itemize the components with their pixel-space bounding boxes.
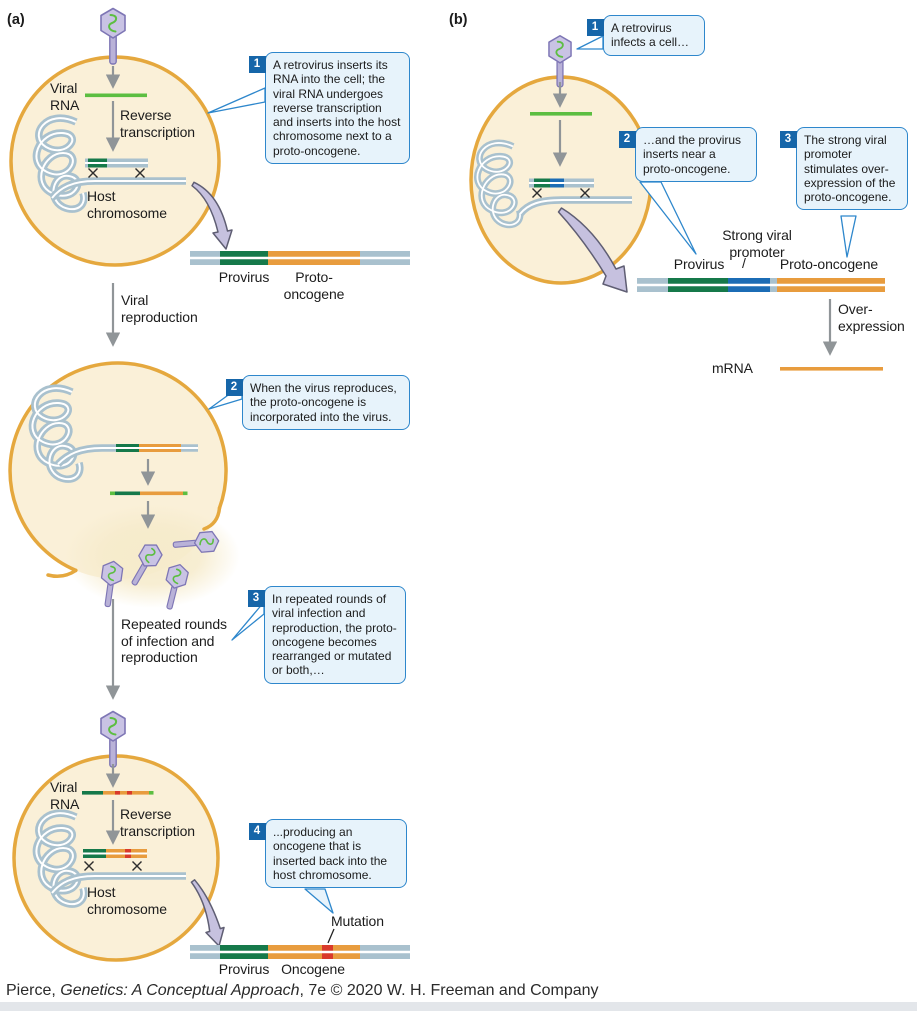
over-expression-label: Over-expression (838, 301, 905, 334)
callout-a1-text: A retrovirus inserts its RNA into the ce… (273, 58, 401, 158)
callout-a2: 2 When the virus reproduces, the proto-o… (225, 375, 410, 430)
callout-b2-text: …and the provirus inserts near a proto-o… (643, 133, 742, 176)
panel-b-letter: (b) (449, 12, 468, 28)
viral-rna-strand-a1 (85, 93, 147, 98)
credit-suffix: , 7e © 2020 W. H. Freeman and Company (299, 982, 599, 999)
provirus-label-a2: Provirus (218, 961, 270, 977)
proto-oncogene-label-a1: Proto-oncogene (283, 269, 345, 302)
callout-b1-text: A retrovirus infects a cell… (611, 21, 690, 50)
provirus-label-b: Provirus (673, 256, 725, 272)
step-badge-b2: 2 (618, 131, 636, 148)
callout-leader-b1 (576, 35, 604, 50)
step-badge-a1: 1 (248, 56, 266, 73)
excise-arrow-a3 (190, 879, 225, 947)
step-badge-a4: 4 (248, 823, 266, 840)
callout-leader-b3 (840, 215, 857, 258)
step-badge-b3: 3 (779, 131, 797, 148)
host-chromosome-b (477, 143, 632, 225)
callout-tail-a4 (304, 888, 334, 914)
viral-rna-label-a1: Viral RNA (50, 80, 80, 113)
callout-a4: 4 ...producing an oncogene that is inser… (248, 819, 407, 889)
callout-a2-text: When the virus reproduces, the proto-onc… (250, 381, 397, 424)
step-badge-a2: 2 (225, 379, 243, 396)
provirus-proto-oncogene-bar (190, 251, 410, 265)
viral-rna-label-a3: Viral RNA (50, 779, 80, 812)
callout-leader-b2 (639, 181, 697, 255)
cell-a2 (8, 361, 240, 608)
reverse-transcription-label-a3: Reverse transcription (120, 806, 195, 839)
promoter-slash: / (742, 255, 746, 271)
callout-b3: 3 The strong viral promoter stimulates o… (779, 127, 908, 211)
repeated-rounds-label: Repeated rounds of infection and reprodu… (121, 616, 227, 665)
credit-line: Pierce, Genetics: A Conceptual Approach,… (6, 982, 599, 1000)
mutated-viral-rna (82, 791, 154, 795)
host-chromosome-a3 (36, 813, 186, 904)
callout-a3-text: In repeated rounds of viral infection an… (272, 592, 397, 678)
callout-b2: 2 …and the provirus inserts near a proto… (618, 127, 757, 182)
host-chromosome-a2 (32, 388, 198, 479)
provirus-oncogene-bar (190, 945, 410, 959)
viral-rna-strand-b (530, 112, 592, 116)
callout-a3: 3 In repeated rounds of viral infection … (247, 586, 406, 684)
step-badge-b1: 1 (586, 19, 604, 36)
excise-arrow-a1 (191, 181, 233, 250)
viral-reproduction-label: Viral reproduction (121, 292, 198, 325)
window-bottom-strip (0, 1002, 917, 1011)
proto-oncogene-label-b: Proto-oncogene (779, 256, 879, 272)
step-badge-a3: 3 (247, 590, 265, 607)
host-chromosome-label-a3: Host chromosome (87, 884, 167, 917)
panel-a-letter: (a) (7, 12, 25, 28)
callout-b3-text: The strong viral promoter stimulates ove… (804, 133, 896, 205)
mutation-label: Mutation (331, 913, 384, 929)
mrna-label: mRNA (712, 360, 753, 376)
hybrid-viral-rna (110, 491, 188, 496)
provirus-label-a1: Provirus (218, 269, 270, 285)
excise-arrow-b (557, 207, 628, 293)
callout-a1: 1 A retrovirus inserts its RNA into the … (248, 52, 410, 165)
host-chromosome-label-a1: Host chromosome (87, 188, 167, 221)
mutation-pointer-line (327, 928, 335, 944)
host-chromosome-a1 (36, 118, 186, 209)
strong-viral-promoter-label: Strong viral promoter (722, 227, 792, 260)
oncogene-label: Oncogene (281, 961, 345, 977)
credit-prefix: Pierce, (6, 982, 61, 999)
callout-b1: 1 A retrovirus infects a cell… (586, 15, 705, 56)
credit-title: Genetics: A Conceptual Approach (60, 982, 300, 999)
callout-a4-text: ...producing an oncogene that is inserte… (273, 825, 388, 882)
mrna-strand (780, 367, 883, 371)
reverse-transcription-label-a1: Reverse transcription (120, 107, 195, 140)
provirus-promoter-bar (637, 278, 885, 292)
